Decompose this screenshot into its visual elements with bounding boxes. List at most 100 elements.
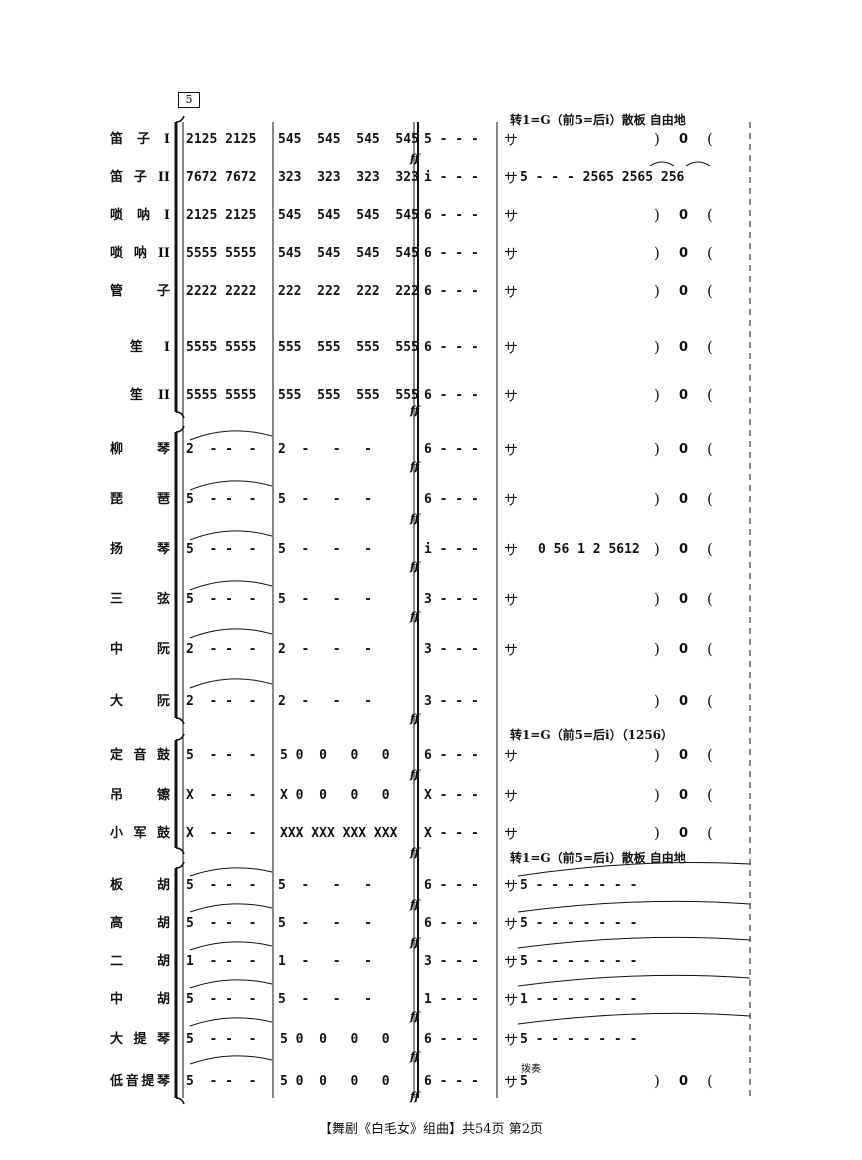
measure-2: 2 - - - xyxy=(278,642,372,657)
paren-close: ) xyxy=(654,206,660,224)
tempo-marking-winds: 转1=G（前5=后i）散板 自由地 xyxy=(510,113,686,127)
measure-2: 323 323 323 323 xyxy=(278,170,419,185)
free-meter-sign: サ xyxy=(504,443,518,459)
paren-open: ( xyxy=(707,1072,713,1090)
dynamic-ff: ff xyxy=(410,1090,420,1103)
paren-open: ( xyxy=(707,692,713,710)
free-passage: 5 - - - - - - - xyxy=(520,1032,638,1047)
rest-zero: 0 xyxy=(679,592,689,607)
tempo-marking-percussion: 转1=G（前5=后i）（1256） xyxy=(510,728,674,742)
measure-1: 5 - - - xyxy=(186,542,257,557)
rest-zero: 0 xyxy=(679,284,689,299)
paren-open: ( xyxy=(707,824,713,842)
measure-3: 6 - - - xyxy=(424,916,479,931)
rest-zero: 0 xyxy=(679,642,689,657)
instrument-name: 琵琶 xyxy=(110,492,170,507)
measure-3: 3 - - - xyxy=(424,642,479,657)
free-meter-sign: サ xyxy=(504,1075,518,1091)
free-meter-sign: サ xyxy=(504,593,518,609)
instrument-name: 唢呐II xyxy=(110,246,170,261)
paren-open: ( xyxy=(707,590,713,608)
measure-2: 545 545 545 545 xyxy=(278,208,419,223)
measure-1: 5 - - - xyxy=(186,878,257,893)
paren-open: ( xyxy=(707,786,713,804)
paren-open: ( xyxy=(707,490,713,508)
free-meter-sign: サ xyxy=(504,1033,518,1049)
instrument-name: 二胡 xyxy=(110,954,170,969)
measure-3: 6 - - - xyxy=(424,208,479,223)
measure-2: 5 0 0 0 0 xyxy=(280,1032,390,1047)
instrument-name: 三弦 xyxy=(110,592,170,607)
dynamic-ff: ff xyxy=(410,460,420,473)
paren-close: ) xyxy=(654,824,660,842)
paren-close: ) xyxy=(654,440,660,458)
rest-zero: 0 xyxy=(679,340,689,355)
free-passage: 0 56 1 2 5612 xyxy=(538,542,640,557)
free-passage: 5 - - - - - - - xyxy=(520,878,638,893)
measure-2: 2 - - - xyxy=(278,442,372,457)
instrument-name: 管子 xyxy=(110,284,170,299)
measure-2: 5 - - - xyxy=(278,542,372,557)
measure-2: 5 - - - xyxy=(278,592,372,607)
paren-close: ) xyxy=(654,590,660,608)
instrument-name: 中阮 xyxy=(110,642,170,657)
measure-1: 5 - - - xyxy=(186,1032,257,1047)
paren-open: ( xyxy=(707,206,713,224)
instrument-name: 笙I xyxy=(130,340,170,355)
instrument-name: 笙II xyxy=(130,388,170,403)
instrument-name: 小军鼓 xyxy=(110,826,170,841)
measure-3: 5 - - - xyxy=(424,132,479,147)
free-passage: 5 - - - - - - - xyxy=(520,954,638,969)
dynamic-ff: ff xyxy=(410,610,420,623)
measure-2: 2 - - - xyxy=(278,694,372,709)
instrument-name: 扬琴 xyxy=(110,542,170,557)
dynamic-ff: ff xyxy=(410,846,420,859)
rehearsal-mark: 5 xyxy=(178,92,200,108)
rest-zero: 0 xyxy=(679,826,689,841)
measure-2: 545 545 545 545 xyxy=(278,132,419,147)
measure-3: X - - - xyxy=(424,788,479,803)
measure-3: 6 - - - xyxy=(424,340,479,355)
free-meter-sign: サ xyxy=(504,955,518,971)
measure-1: 5555 5555 xyxy=(186,246,257,261)
measure-3: 6 - - - xyxy=(424,878,479,893)
instrument-name: 唢呐I xyxy=(110,208,170,223)
rest-zero: 0 xyxy=(679,492,689,507)
paren-close: ) xyxy=(654,640,660,658)
paren-open: ( xyxy=(707,746,713,764)
measure-2: 545 545 545 545 xyxy=(278,246,419,261)
measure-1: 5 - - - xyxy=(186,916,257,931)
rest-zero: 0 xyxy=(679,388,689,403)
measure-1: 7672 7672 xyxy=(186,170,257,185)
paren-close: ) xyxy=(654,746,660,764)
measure-2: 222 222 222 222 xyxy=(278,284,419,299)
free-passage: 5 xyxy=(520,1074,528,1089)
measure-1: 2 - - - xyxy=(186,442,257,457)
measure-3: 6 - - - xyxy=(424,284,479,299)
dynamic-ff: ff xyxy=(410,1010,420,1023)
dynamic-ff: ff xyxy=(410,768,420,781)
instrument-name: 低音提琴 xyxy=(110,1074,170,1089)
paren-open: ( xyxy=(707,540,713,558)
measure-3: i - - - xyxy=(424,542,479,557)
paren-close: ) xyxy=(654,786,660,804)
instrument-name: 笛子I xyxy=(110,132,170,147)
rest-zero: 0 xyxy=(679,694,689,709)
free-meter-sign: サ xyxy=(504,993,518,1009)
measure-2: 5 - - - xyxy=(278,878,372,893)
rest-zero: 0 xyxy=(679,442,689,457)
paren-open: ( xyxy=(707,244,713,262)
dynamic-ff: ff xyxy=(410,560,420,573)
tempo-marking-strings: 转1=G（前5=后i）散板 自由地 xyxy=(510,851,686,865)
free-meter-sign: サ xyxy=(504,389,518,405)
paren-close: ) xyxy=(654,692,660,710)
free-meter-sign: サ xyxy=(504,247,518,263)
measure-2: 5 - - - xyxy=(278,992,372,1007)
free-meter-sign: サ xyxy=(504,133,518,149)
instrument-name: 笛子II xyxy=(110,170,170,185)
paren-close: ) xyxy=(654,338,660,356)
paren-open: ( xyxy=(707,440,713,458)
measure-3: 3 - - - xyxy=(424,694,479,709)
paren-close: ) xyxy=(654,386,660,404)
measure-3: X - - - xyxy=(424,826,479,841)
